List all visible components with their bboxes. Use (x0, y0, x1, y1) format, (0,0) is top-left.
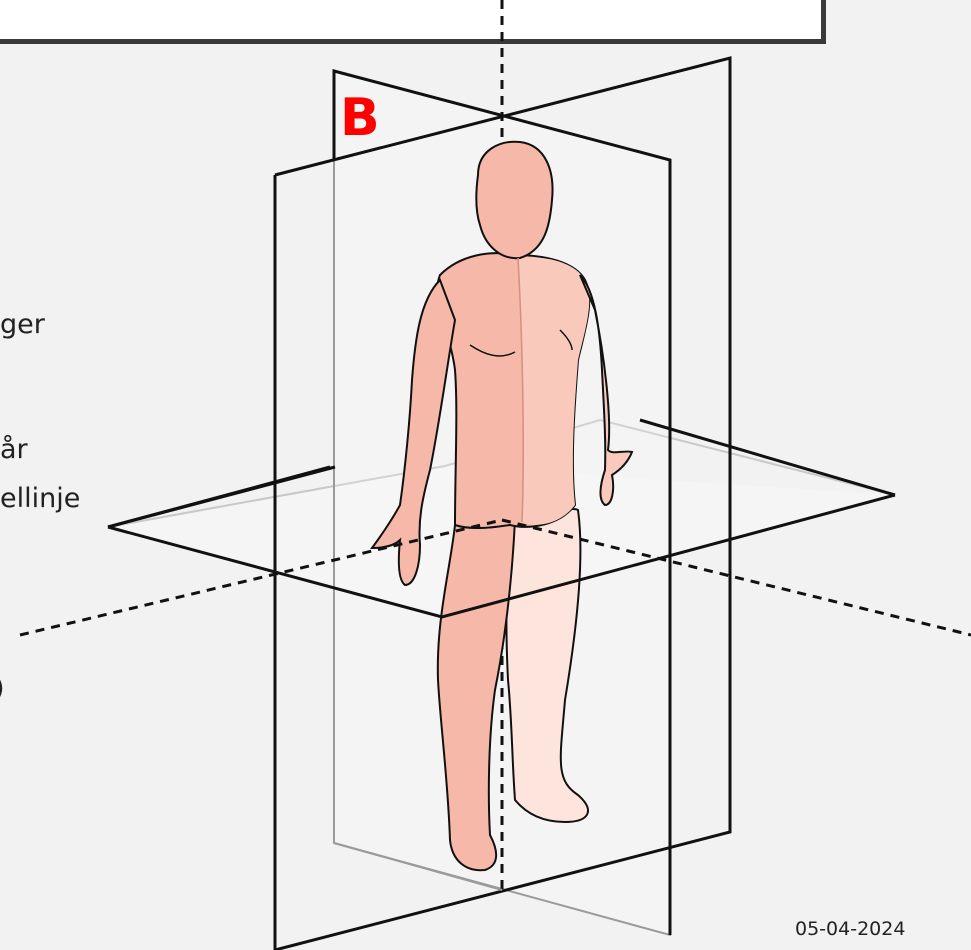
date-label: 05-04-2024 (795, 918, 905, 940)
plane-label-b: B (340, 88, 380, 148)
